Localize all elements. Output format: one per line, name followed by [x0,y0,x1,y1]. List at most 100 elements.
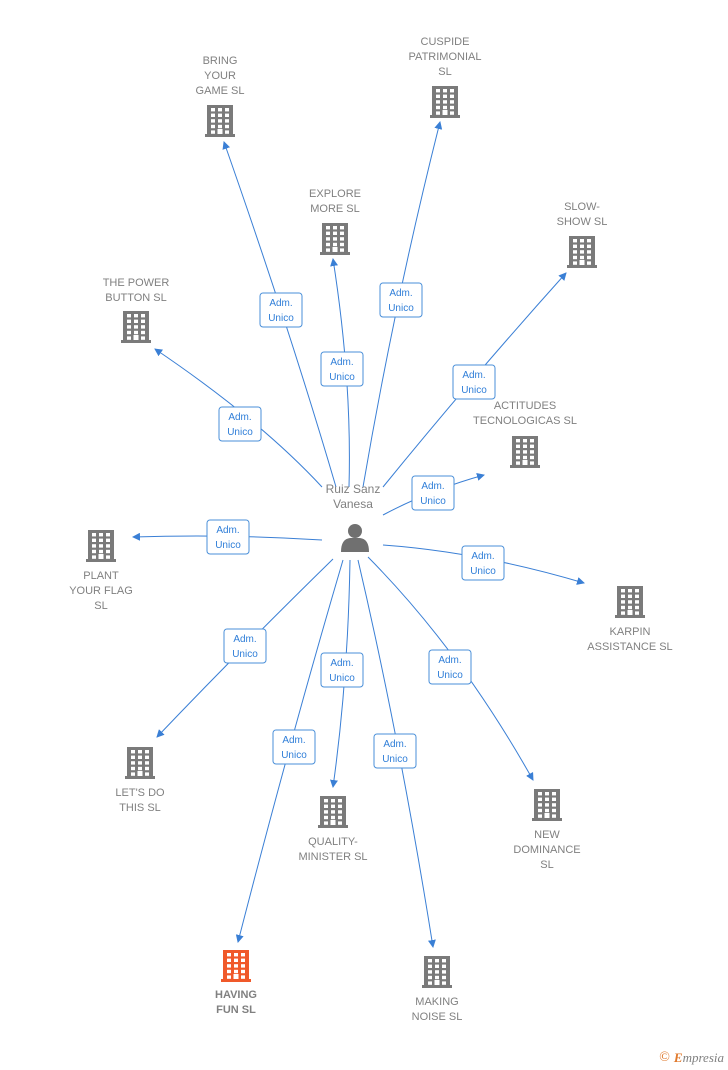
edge-label-text: Unico [268,313,294,324]
edge-label-text: Adm. [462,370,485,381]
edge-label-text: Adm. [233,634,256,645]
building-icon-explore-more[interactable] [320,223,350,255]
company-label-line: ACTITUDES [494,400,556,412]
building-icon-making-noise[interactable] [422,956,452,988]
edge-label-bring-your-game[interactable]: Adm. Unico [259,292,303,328]
edge-label-the-power-button[interactable]: Adm. Unico [218,406,262,442]
company-label-plant-your-flag[interactable]: PLANT YOUR FLAG SL [69,570,133,612]
company-label-line: ASSISTANCE SL [587,641,672,653]
building-icon-new-dominance[interactable] [532,789,562,821]
company-label-line: SLOW- [564,201,600,213]
edge-label-actitudes-tecnologicas[interactable]: Adm. Unico [411,475,455,511]
company-label-line: THIS SL [119,802,161,814]
edge-label-karpin-assistance[interactable]: Adm.Unico [461,545,505,581]
company-label-line: TECNOLOGICAS SL [473,415,577,427]
company-label-line: MAKING [415,996,458,1008]
company-label-slow-show[interactable]: SLOW- SHOW SL [557,201,608,228]
company-label-karpin-assistance[interactable]: KARPIN ASSISTANCE SL [587,626,672,653]
edge-label-quality-minister[interactable]: Adm.Unico [320,652,364,688]
edge-label-plant-your-flag[interactable]: Adm. Unico [206,519,250,555]
company-label-line: QUALITY- [308,836,358,848]
edge-label-explore-more[interactable]: Adm. Unico [320,351,364,387]
company-label-line: KARPIN [610,626,651,638]
company-label-the-power-button[interactable]: THE POWER BUTTON SL [103,277,170,304]
edge-label-text: Unico [329,372,355,383]
company-label-actitudes-tecnologicas[interactable]: ACTITUDES TECNOLOGICAS SL [473,400,577,427]
building-icon-slow-show[interactable] [567,236,597,268]
footer-brand: © Empresia [659,1050,724,1066]
edge-label-making-noise[interactable]: Adm. Unico [373,733,417,769]
company-label-line: HAVING [215,989,257,1001]
edge-label-having-fun[interactable]: Adm. Unico [272,729,316,765]
edge-label-text: Adm. [282,735,305,746]
building-icon-lets-do-this[interactable] [125,747,155,779]
company-label-having-fun[interactable]: HAVING FUN SL [215,989,257,1016]
edge-label-lets-do-this[interactable]: Adm. Unico [223,628,267,664]
company-label-cuspide-patrimonial[interactable]: CUSPIDE PATRIMONIAL SL [409,36,482,78]
company-label-line: PLANT [83,570,119,582]
building-icon-plant-your-flag[interactable] [86,530,116,562]
building-icon-bring-your-game[interactable] [205,105,235,137]
edge-label-text: Unico [232,649,258,660]
company-label-line: SL [438,66,451,78]
company-label-line: GAME SL [196,85,245,97]
company-label-new-dominance[interactable]: NEW DOMINANCE SL [513,829,580,871]
edge-label-text: Adm. [389,288,412,299]
company-label-line: EXPLORE [309,188,361,200]
building-icon-karpin-assistance[interactable] [615,586,645,618]
company-label-line: SHOW SL [557,216,608,228]
building-icon-actitudes-tecnologicas[interactable] [510,436,540,468]
brand-logo: Empresia [673,1050,724,1065]
edge-label-text: Unico [281,750,307,761]
edge-label-text: Unico [388,303,414,314]
edge-label-text: Unico [227,427,253,438]
edge-label-text: Adm. [330,357,353,368]
company-label-line: MINISTER SL [298,851,367,863]
edge-label-text: Adm. [228,412,251,423]
center-name-line: Ruiz Sanz [326,482,381,496]
edge-label-text: Adm. [471,551,494,562]
company-label-line: CUSPIDE [421,36,470,48]
company-label-line: SL [94,600,107,612]
edge-label-cuspide-patrimonial[interactable]: Adm. Unico [379,282,423,318]
copyright-icon: © [659,1050,670,1065]
edge-label-text: Adm. [421,481,444,492]
company-label-line: LET'S DO [115,787,165,799]
edge-label-text: Adm. [383,739,406,750]
company-label-lets-do-this[interactable]: LET'S DO THIS SL [115,787,165,814]
edge-label-text: Adm. [330,658,353,669]
edge-label-text: Adm. [216,525,239,536]
company-label-line: BRING [203,55,238,67]
center-name-line: Vanesa [333,497,373,511]
company-label-line: PATRIMONIAL [409,51,482,63]
company-label-line: NOISE SL [412,1011,463,1023]
edge-label-new-dominance[interactable]: Adm. Unico [428,649,472,685]
person-icon[interactable] [341,524,369,552]
edge-label-text: Unico [382,754,408,765]
company-label-line: BUTTON SL [105,292,167,304]
building-icon-having-fun[interactable] [221,950,251,982]
edge-label-text: Unico [215,540,241,551]
edge-label-slow-show[interactable]: Adm. Unico [452,364,496,400]
company-label-line: FUN SL [216,1004,256,1016]
edge-label-text: Unico [461,385,487,396]
edge-label-text: Unico [437,670,463,681]
building-icon-cuspide-patrimonial[interactable] [430,86,460,118]
company-label-explore-more[interactable]: EXPLORE MORE SL [309,188,361,215]
edge-label-text: Unico [420,496,446,507]
building-icon-the-power-button[interactable] [121,311,151,343]
edge-label-text: Adm. [438,655,461,666]
edge-label-text: Adm. [269,298,292,309]
company-label-line: NEW [534,829,560,841]
company-label-line: DOMINANCE [513,844,580,856]
company-label-line: YOUR FLAG [69,585,133,597]
company-label-line: THE POWER [103,277,170,289]
company-label-line: MORE SL [310,203,360,215]
building-icon-quality-minister[interactable] [318,796,348,828]
company-label-making-noise[interactable]: MAKING NOISE SL [412,996,463,1023]
company-label-line: SL [540,859,553,871]
company-label-quality-minister[interactable]: QUALITY- MINISTER SL [298,836,367,863]
